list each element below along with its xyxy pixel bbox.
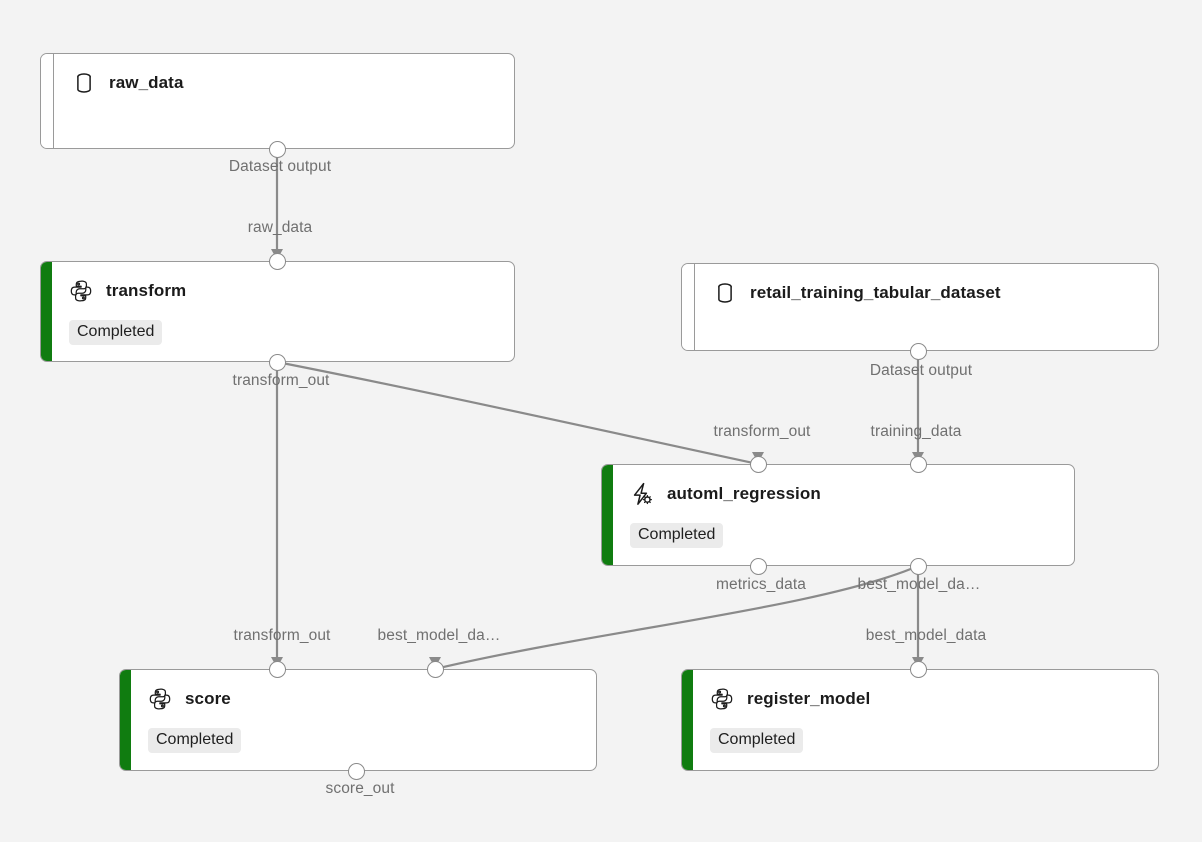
node-body: retail_training_tabular_dataset (695, 264, 1158, 350)
edge-target-label-e2: transform_out (713, 423, 811, 440)
node-raw_data[interactable]: raw_data (40, 53, 515, 149)
port-automl-in-training_data[interactable] (909, 455, 927, 473)
status-badge: Completed (148, 728, 242, 754)
node-header: transform (69, 278, 500, 304)
node-title: register_model (747, 689, 871, 708)
node-header: register_model (710, 686, 1144, 712)
port-raw_data-out[interactable] (268, 140, 286, 158)
port-score-in-best_model_data[interactable] (426, 660, 444, 678)
port-retail-out[interactable] (909, 342, 927, 360)
node-side-rail (682, 264, 695, 350)
edge-e4[interactable] (434, 564, 919, 671)
status-badge: Completed (630, 523, 724, 549)
database-icon (718, 283, 732, 303)
python-icon (711, 688, 733, 710)
edge-source-label-e2: transform_out (232, 372, 330, 389)
edge-source-label-e4: best_model_da… (857, 576, 981, 593)
node-header: raw_data (72, 70, 500, 96)
python-icon (70, 280, 92, 302)
node-title: retail_training_tabular_dataset (750, 283, 1001, 302)
edge-target-label-e3: training_data (870, 423, 962, 440)
status-badge: Completed (710, 728, 804, 754)
edge-target-label-e6: transform_out (233, 627, 331, 644)
edge-source-label-e3: Dataset output (869, 362, 973, 379)
node-status-stripe (120, 670, 131, 770)
edge-source-label-e1: Dataset output (228, 158, 332, 175)
node-retail_training_tabular_dataset[interactable]: retail_training_tabular_dataset (681, 263, 1159, 351)
node-side-rail (41, 54, 54, 148)
node-status-stripe (41, 262, 52, 361)
port-score-out[interactable] (347, 762, 365, 780)
edge-source-label-e8: score_out (325, 780, 395, 797)
node-status-stripe (682, 670, 693, 770)
node-header: score (148, 686, 582, 712)
node-title: score (185, 689, 231, 708)
node-title: raw_data (109, 73, 184, 92)
status-badge: Completed (69, 320, 163, 346)
node-status-stripe (602, 465, 613, 565)
database-icon (77, 73, 91, 93)
edge-target-label-e4: best_model_da… (377, 627, 501, 644)
port-transform-out[interactable] (268, 353, 286, 371)
edge-target-label-e5: best_model_data (865, 627, 987, 644)
port-automl-in-transform_out[interactable] (749, 455, 767, 473)
port-transform-in[interactable] (268, 252, 286, 270)
node-body: raw_data (54, 54, 514, 148)
python-icon (149, 688, 171, 710)
node-header: automl_regression (630, 481, 1060, 507)
edge-target-label-e1: raw_data (247, 219, 313, 236)
node-header: retail_training_tabular_dataset (713, 280, 1144, 306)
automl-icon (633, 482, 652, 505)
port-automl-out-best_model_data[interactable] (909, 557, 927, 575)
edge-source-label-e7: metrics_data (716, 576, 806, 593)
node-title: transform (106, 281, 187, 300)
port-score-in-transform_out[interactable] (268, 660, 286, 678)
edge-e2[interactable] (276, 360, 759, 466)
port-automl-out-metrics_data[interactable] (749, 557, 767, 575)
node-title: automl_regression (667, 484, 821, 503)
port-register_model-in[interactable] (909, 660, 927, 678)
